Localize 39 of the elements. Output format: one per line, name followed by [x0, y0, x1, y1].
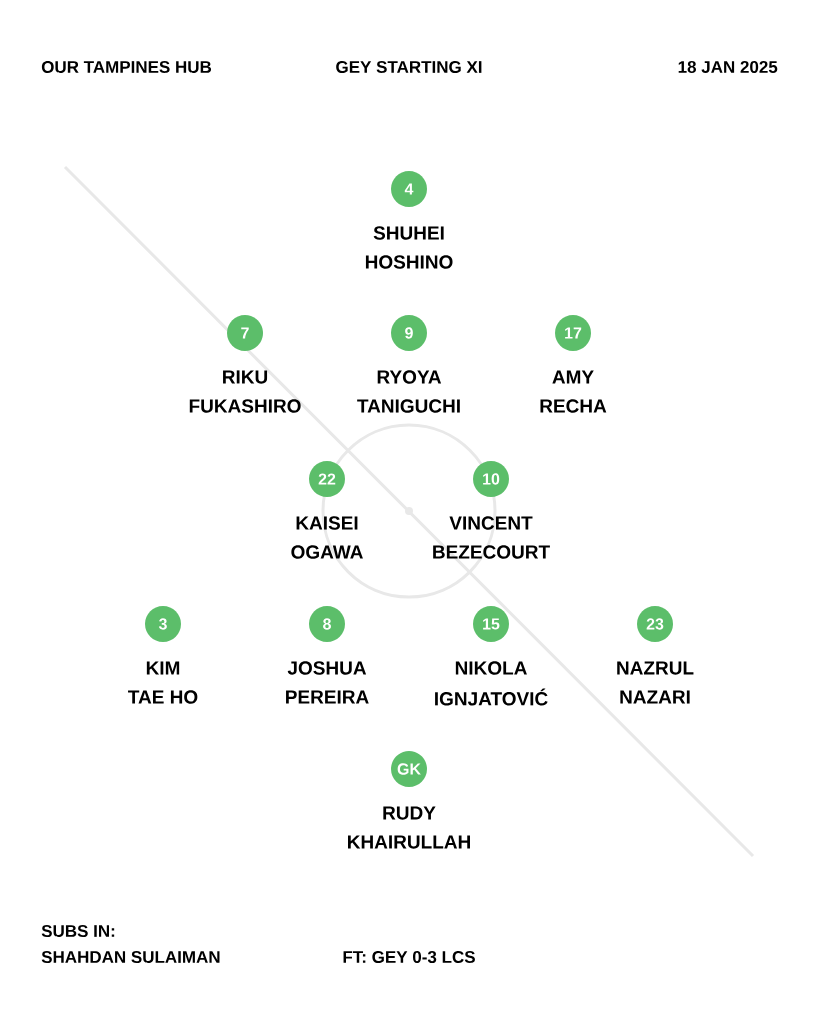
number-badge: 4	[391, 171, 427, 207]
footer-text: SHAHDAN SULAIMAN	[41, 951, 220, 964]
player-name: RYOYA	[377, 370, 442, 384]
player-name: AMY	[552, 370, 594, 384]
player-name: IGNJATOVIĆ	[435, 688, 548, 706]
player-name: NAZRUL	[617, 661, 694, 675]
number-badge: 9	[391, 315, 427, 351]
player-name: JOSHUA	[287, 661, 367, 675]
player-name: FUKASHIRO	[189, 399, 301, 413]
player-name: KAISEI	[296, 516, 358, 530]
player-name: RUDY	[383, 806, 436, 820]
player-name: BEZECOURT	[433, 545, 550, 559]
player-name: OGAWA	[291, 545, 363, 559]
number-badge: 10	[473, 461, 509, 497]
player-name: KHAIRULLAH	[348, 835, 470, 849]
number-badge: 17	[555, 315, 591, 351]
player-name: HOSHINO	[365, 255, 453, 269]
header-text: 18 JAN 2025	[678, 61, 778, 73]
number-badge: 15	[473, 606, 509, 642]
footer-text: FT: GEY 0-3 LCS	[343, 951, 475, 964]
title: GEY STARTING XI	[336, 61, 482, 73]
player-name: SHUHEI	[373, 226, 444, 240]
footer-text: SUBS IN:	[41, 925, 115, 938]
player-name: KIM	[146, 661, 180, 675]
number-badge: 8	[309, 606, 345, 642]
player-name: RIKU	[223, 370, 268, 384]
player-name: NIKOLA	[455, 661, 527, 675]
player-name: RECHA	[540, 399, 607, 413]
player-name: TANIGUCHI	[357, 399, 460, 413]
player-name: PEREIRA	[286, 690, 369, 704]
player-name: NAZARI	[620, 690, 690, 704]
player-name: TAE HO	[128, 690, 198, 704]
number-badge: 23	[637, 606, 673, 642]
number-badge: 22	[309, 461, 345, 497]
number-badge: GK	[391, 751, 427, 787]
player-name: VINCENT	[449, 516, 533, 530]
header-text: OUR TAMPINES HUB	[41, 61, 212, 73]
number-badge: 7	[227, 315, 263, 351]
number-badge: 3	[145, 606, 181, 642]
